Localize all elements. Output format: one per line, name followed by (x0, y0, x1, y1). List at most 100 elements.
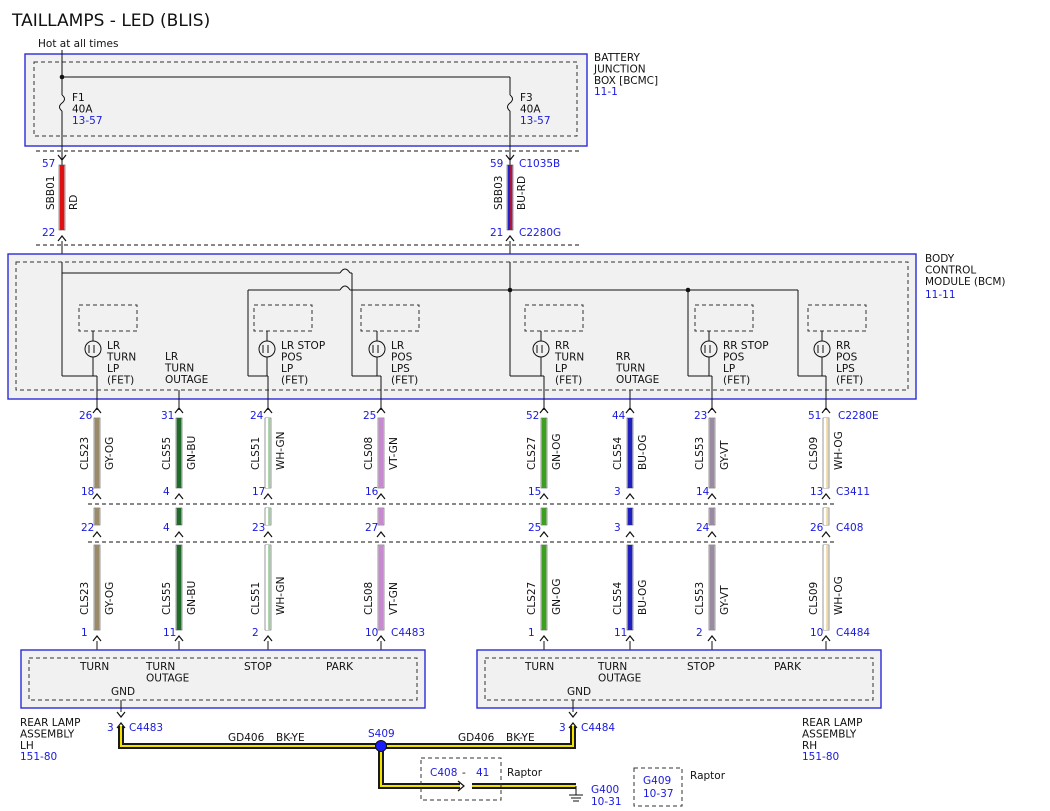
hot-at-all-times-label: Hot at all times (38, 38, 118, 50)
bcm-name: MODULE (BCM) (925, 276, 1006, 288)
output-label: RR (616, 351, 631, 363)
pin-number: 14 (696, 486, 710, 498)
wire-arrow (707, 493, 717, 500)
pin-number: 23 (252, 522, 265, 534)
pin-number: 22 (42, 227, 55, 239)
wire-arrow (376, 407, 386, 414)
rear-lamp-rh-name: REAR LAMP (802, 717, 862, 729)
inline-connector-note: Raptor (507, 767, 543, 779)
connector-id: C1035B (519, 158, 560, 170)
wire-cls51-stripe (268, 508, 271, 525)
fuse-f1 (59, 94, 65, 112)
connector-id: C4484 (581, 722, 615, 734)
junction-dot (507, 287, 513, 293)
fuse-label: 40A (72, 104, 93, 116)
wire-crossover (339, 285, 351, 291)
wire-cls54 (627, 545, 633, 630)
circuit-id: CLS51 (250, 437, 262, 470)
wire-color: BU-OG (637, 580, 649, 615)
pin-number: 23 (694, 410, 707, 422)
rear-lamp-rh-name: RH (802, 740, 817, 752)
wire-arrow (625, 407, 635, 414)
wire-arrow (263, 407, 273, 414)
wire-cls53 (709, 508, 715, 525)
connector-id: C4484 (836, 627, 870, 639)
rear-lamp-lh-name: REAR LAMP (20, 717, 80, 729)
connector-id: C4483 (129, 722, 163, 734)
wire-arrow (92, 493, 102, 500)
inline-connector-id: C408 (430, 767, 457, 779)
wire-cls54 (627, 508, 633, 525)
fuse-page-ref: 13-57 (72, 115, 103, 127)
bcm-name: CONTROL (925, 265, 976, 277)
bcm-name: BODY (925, 253, 955, 265)
rear-lamp-lh-page-ref: 151-80 (20, 751, 57, 763)
pin-number: 24 (250, 410, 264, 422)
connector-id: C4483 (391, 627, 425, 639)
pin-number: 26 (79, 410, 93, 422)
output-label: POS (836, 352, 858, 364)
wire-arrow (92, 635, 102, 642)
wire-cls51 (265, 545, 271, 630)
pin-number: 1 (81, 627, 88, 639)
circuit-id: CLS08 (363, 582, 375, 615)
pin-number: 3 (614, 522, 621, 534)
feed-arrow (57, 235, 67, 242)
ground-circuit-id: GD406 (228, 732, 265, 744)
fet-symbol (84, 340, 102, 358)
output-label: LP (107, 363, 119, 375)
ground-circuit-id: GD406 (458, 732, 495, 744)
rear-lamp-rh-page-ref: 151-80 (802, 751, 839, 763)
inline-connector-box (420, 757, 502, 801)
pin-number: 2 (252, 627, 259, 639)
output-label: TURN (164, 363, 194, 375)
circuit-id: CLS53 (694, 582, 706, 615)
wire-color: WH-GN (275, 432, 287, 470)
output-label: (FET) (723, 375, 750, 387)
pin-number: 11 (614, 627, 627, 639)
bcm-internal-boundary (15, 261, 909, 391)
pin-number: 10 (810, 627, 823, 639)
wire-arrow (376, 493, 386, 500)
output-label: RR (836, 340, 851, 352)
lamp-function-label: OUTAGE (598, 673, 641, 685)
wire-cls55 (176, 418, 182, 488)
feed-arrow (57, 154, 67, 161)
ground-g409: G409 (643, 775, 671, 787)
connector-id: C408 (836, 522, 863, 534)
wire-arrow (821, 635, 831, 642)
output-label: RR STOP (723, 340, 769, 352)
feed-arrow (505, 235, 515, 242)
wire-color: GN-OG (551, 579, 563, 615)
pin-number: 25 (528, 522, 541, 534)
fuse-page-ref: 13-57 (520, 115, 551, 127)
bjb-name: JUNCTION (593, 64, 646, 76)
wire-arrow (376, 531, 386, 538)
wire-arrow (539, 531, 549, 538)
pin-number: 11 (163, 627, 176, 639)
rear-lamp-lh (20, 649, 426, 709)
ground-wire-stripe (120, 726, 574, 747)
lamp-gnd-label: GND (111, 686, 135, 698)
lamp-function-label: PARK (774, 661, 802, 673)
pin-number: 17 (252, 486, 265, 498)
fet-control-box (360, 304, 420, 332)
inline-connector-pin: 41 (476, 767, 489, 779)
wire-arrow (174, 407, 184, 414)
wire-color: WH-GN (275, 577, 287, 615)
wire-cls09-stripe (826, 545, 829, 630)
pin-number: 16 (365, 486, 379, 498)
bjb-page-ref: 11-1 (594, 86, 618, 98)
wire-arrow (174, 635, 184, 642)
connector-arrow (457, 780, 465, 792)
wire-arrow (263, 531, 273, 538)
wire-arrow (174, 531, 184, 538)
circuit-id: CLS53 (694, 437, 706, 470)
wire-arrow (92, 531, 102, 538)
wire-arrow (707, 531, 717, 538)
lamp-function-label: TURN (597, 661, 627, 673)
wire-color: GY-VT (719, 440, 731, 470)
feed-arrow (505, 154, 515, 161)
output-label: (FET) (836, 375, 863, 387)
output-label: LPS (836, 363, 855, 375)
